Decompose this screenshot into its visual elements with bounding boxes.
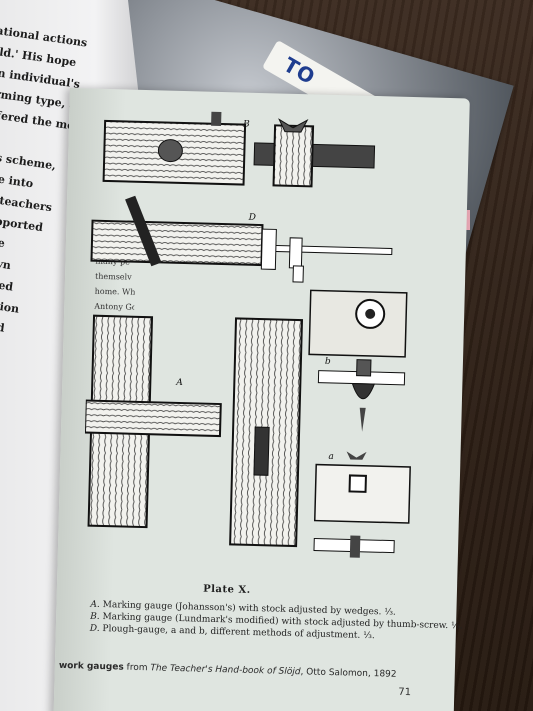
plate-legend: A. Marking gauge (Johansson's) with stoc… <box>89 599 463 644</box>
legend-letter: D. <box>89 623 100 634</box>
gauge-b: B <box>242 118 376 188</box>
page-number: 71 <box>398 686 412 699</box>
label-d-upper: D <box>248 213 256 223</box>
legend-letter: B. <box>90 611 100 622</box>
gauge-a: A <box>83 314 222 529</box>
caption-middle: from <box>123 662 151 674</box>
plough-plane: D <box>90 195 264 267</box>
caption-bold: work gauges <box>58 660 124 673</box>
legend-letter: A. <box>90 599 100 610</box>
figure-caption: work gauges from The Teacher's Hand-book… <box>59 661 419 680</box>
detail-b: b <box>317 357 406 432</box>
legend-scale: ⅓. <box>450 621 463 632</box>
label-b-upper: B <box>242 120 250 130</box>
caption-tail: , Otto Salomon, 1892 <box>300 667 397 680</box>
plough-gauge-d <box>260 228 408 358</box>
gauge-stock-slot <box>229 317 304 548</box>
label-b-detail: b <box>325 357 331 367</box>
caption-book-title: The Teacher's Hand-book of Slöjd <box>150 663 301 678</box>
plate-illustration: B D A <box>83 111 411 558</box>
label-a-detail: a <box>328 452 334 462</box>
legend-scale: ⅓. <box>384 607 396 618</box>
label-a-main: A <box>175 378 183 388</box>
gauge-stock-top <box>102 111 247 186</box>
detail-a: a <box>313 451 411 558</box>
legend-scale: ⅓. <box>363 630 375 642</box>
